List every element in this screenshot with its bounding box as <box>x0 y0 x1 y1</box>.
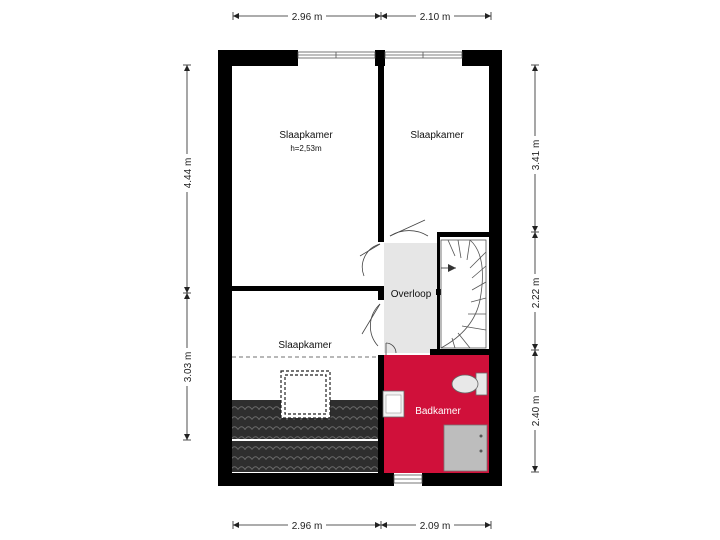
dimension-arrows <box>184 13 538 528</box>
toilet-icon <box>451 372 488 396</box>
dim-bottom-left: 2.96 m <box>292 521 323 532</box>
room-label-bathroom: Badkamer <box>415 406 461 417</box>
staircase <box>440 239 487 349</box>
room-label-bedroom-3: Slaapkamer <box>278 340 332 351</box>
dim-bottom-right: 2.09 m <box>420 521 451 532</box>
landing-area <box>384 243 437 353</box>
sink-icon <box>382 390 405 418</box>
top-windows <box>297 51 463 59</box>
roof-hatch <box>280 370 331 419</box>
dim-right-upper: 3.41 m <box>531 140 542 171</box>
stair-arrow-icon <box>448 264 456 272</box>
dim-top-left: 2.96 m <box>292 12 323 23</box>
room-label-bedroom-1: Slaapkamer <box>279 130 333 141</box>
walls <box>218 50 502 486</box>
room-height-bedroom-1: h=2,53m <box>290 144 322 153</box>
dim-left-upper: 4.44 m <box>183 158 194 189</box>
shower-icon <box>443 424 488 472</box>
room-label-bedroom-2: Slaapkamer <box>410 130 464 141</box>
dim-right-lower: 2.40 m <box>531 396 542 427</box>
room-label-landing: Overloop <box>391 289 432 300</box>
doors <box>359 219 429 355</box>
dim-top-right: 2.10 m <box>420 12 451 23</box>
dim-left-lower: 3.03 m <box>183 352 194 383</box>
dim-right-middle: 2.22 m <box>531 278 542 309</box>
bottom-window <box>393 474 423 484</box>
